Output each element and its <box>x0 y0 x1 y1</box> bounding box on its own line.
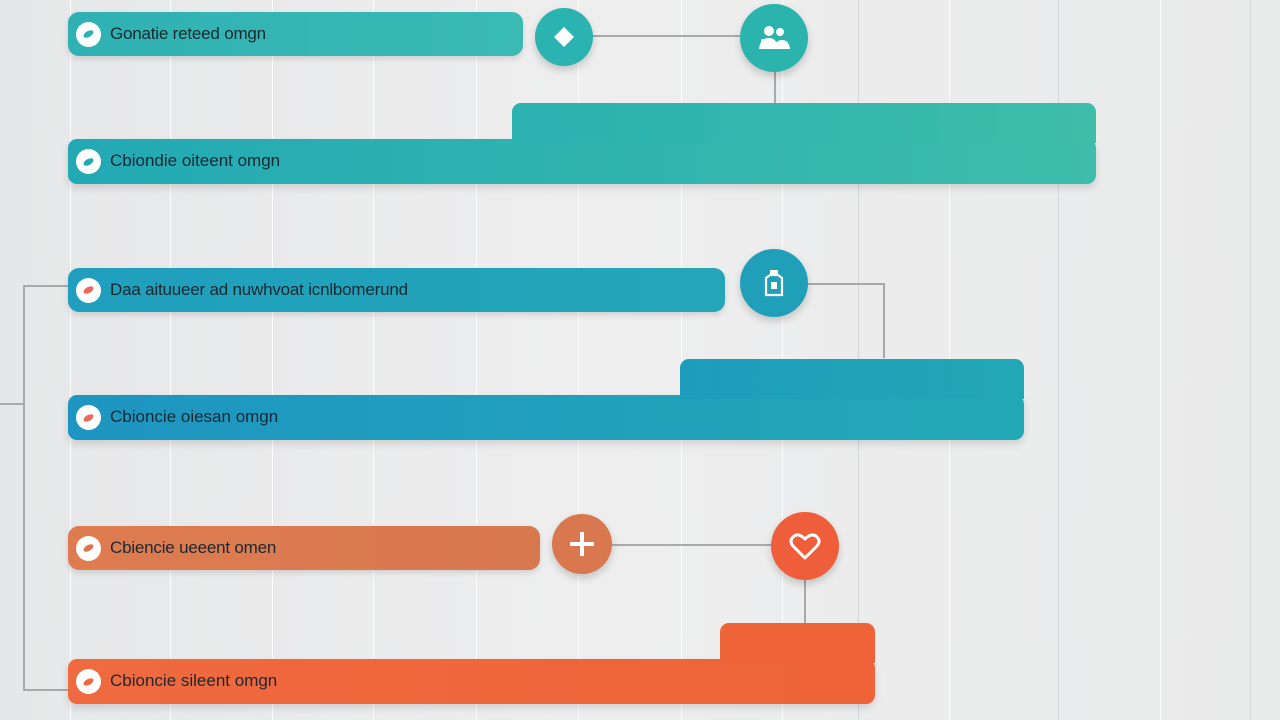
group-3-node-plus[interactable] <box>552 514 612 574</box>
group-3-result-tab <box>720 623 875 663</box>
group-3-result-bar[interactable]: Cbioncie sileent omgn <box>68 623 875 704</box>
group-2-bar-label: Daa aituueer ad nuwhvoat icnlbomerund <box>110 280 408 299</box>
group-2-result-bar[interactable]: Cbioncie oiesan omgn <box>68 359 1024 440</box>
group-1-bar[interactable]: Gonatie reteed omgn <box>68 12 523 56</box>
bar-bullet-icon <box>76 277 101 303</box>
group-3-bar-label: Cbiencie ueeent omen <box>110 538 277 557</box>
group-2-result-label: Cbioncie oiesan omgn <box>110 407 279 426</box>
bar-bullet-icon <box>76 535 101 561</box>
group-1-node-people[interactable] <box>740 4 808 72</box>
diamond-icon <box>554 27 574 47</box>
group-1-result-tab <box>512 103 1096 143</box>
left-bracket-connector <box>23 285 70 691</box>
group-1-node-diamond[interactable] <box>535 8 593 66</box>
group-3-bar[interactable]: Cbiencie ueeent omen <box>68 526 540 570</box>
bar-bullet-icon <box>76 21 101 47</box>
medicine-bottle-icon <box>764 270 784 297</box>
group-2-bar[interactable]: Daa aituueer ad nuwhvoat icnlbomerund <box>68 268 725 312</box>
group-3-node-heart[interactable] <box>771 512 839 580</box>
group-1-result-label: Cbiondie oiteent omgn <box>110 151 281 170</box>
people-icon <box>759 26 790 49</box>
group-1-bar-label: Gonatie reteed omgn <box>110 24 266 43</box>
bar-bullet-icon <box>76 405 101 430</box>
group-2-result-tab <box>680 359 1024 399</box>
heart-icon <box>789 533 821 560</box>
group-1-result-bar[interactable]: Cbiondie oiteent omgn <box>68 103 1096 184</box>
bar-bullet-icon <box>76 149 101 174</box>
plus-icon <box>570 532 594 556</box>
connector-bottle-result <box>806 283 885 358</box>
group-3-result-label: Cbioncie sileent omgn <box>110 671 278 690</box>
bar-bullet-icon <box>76 669 101 694</box>
group-2-node-bottle[interactable] <box>740 249 808 317</box>
